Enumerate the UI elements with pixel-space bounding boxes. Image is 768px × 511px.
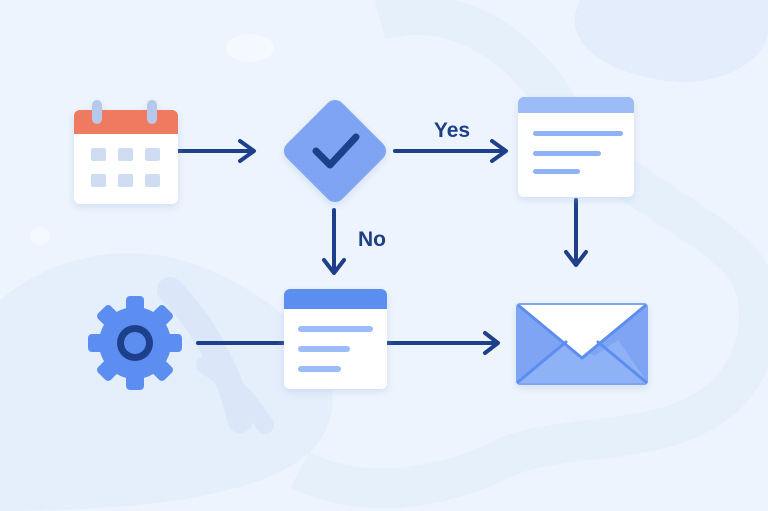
checkmark-icon bbox=[312, 133, 360, 169]
calendar-icon bbox=[74, 100, 178, 204]
arrow-card-to-envelope bbox=[386, 331, 500, 355]
yes-label: Yes bbox=[434, 119, 470, 142]
yes-document-card bbox=[518, 97, 634, 197]
no-label: No bbox=[358, 228, 386, 251]
flow-arrows bbox=[176, 139, 588, 355]
arrow-decision-no-to-card bbox=[322, 208, 346, 275]
no-document-card bbox=[284, 289, 387, 389]
decision-diamond bbox=[283, 99, 387, 203]
arrow-calendar-to-decision bbox=[176, 139, 256, 163]
envelope-icon bbox=[516, 303, 648, 385]
arrow-decision-yes-to-card bbox=[393, 139, 508, 163]
gear-icon bbox=[88, 296, 182, 390]
arrow-card-to-envelope-down bbox=[564, 198, 588, 267]
